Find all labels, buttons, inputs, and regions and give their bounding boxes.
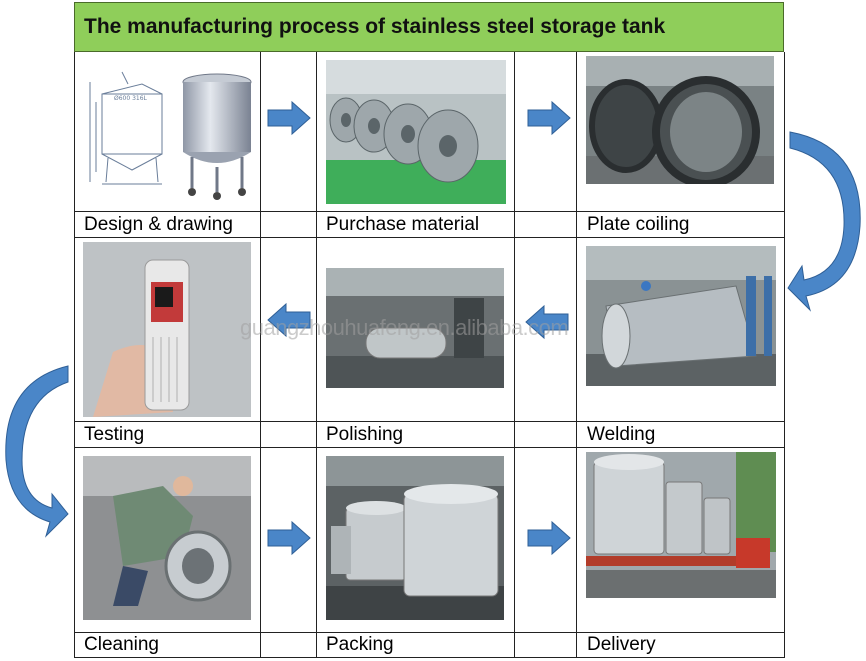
step-label-purchase: Purchase material xyxy=(326,214,480,235)
arrow-left-icon xyxy=(267,302,311,338)
cleaning-image xyxy=(83,456,251,620)
watermark: guangzhouhuafeng.en.alibaba.com xyxy=(240,315,569,340)
curved-arrow-right-icon xyxy=(787,131,861,312)
grid-border-left xyxy=(74,52,75,658)
grid-divider-v2 xyxy=(316,52,317,658)
purchase-material-image xyxy=(326,60,506,204)
plate-coiling-image xyxy=(586,56,774,184)
step-label-polishing: Polishing xyxy=(326,424,404,445)
arrow-right-icon xyxy=(527,100,571,136)
step-label-coiling: Plate coiling xyxy=(587,214,690,235)
grid-divider-h5 xyxy=(74,632,785,633)
design-drawing-image: Ø600 316L xyxy=(82,62,258,206)
step-label-welding: Welding xyxy=(587,424,656,445)
step-label-design: Design & drawing xyxy=(84,214,233,235)
grid-divider-v3 xyxy=(514,52,515,658)
grid-divider-v1 xyxy=(260,52,261,658)
polishing-image xyxy=(326,268,504,388)
step-label-delivery: Delivery xyxy=(587,634,656,655)
curved-arrow-left-icon xyxy=(5,365,69,538)
title-banner: The manufacturing process of stainless s… xyxy=(74,2,784,52)
welding-image xyxy=(586,246,776,386)
grid-divider-h1 xyxy=(74,211,785,212)
step-label-testing: Testing xyxy=(84,424,145,445)
arrow-right-icon xyxy=(527,520,571,556)
arrow-right-icon xyxy=(267,100,311,136)
delivery-image xyxy=(586,452,776,598)
grid-divider-h3 xyxy=(74,421,785,422)
grid-divider-h2 xyxy=(74,237,785,238)
page-title: The manufacturing process of stainless s… xyxy=(84,15,666,38)
testing-image xyxy=(83,242,251,417)
arrow-right-icon xyxy=(267,520,311,556)
packing-image xyxy=(326,456,504,620)
svg-text:Ø600 316L: Ø600 316L xyxy=(114,95,148,102)
arrow-left-icon xyxy=(525,304,569,340)
step-label-packing: Packing xyxy=(326,634,394,655)
grid-divider-v4 xyxy=(576,52,577,658)
grid-border-bottom xyxy=(74,657,785,658)
grid-border-right xyxy=(784,52,785,658)
step-label-cleaning: Cleaning xyxy=(84,634,159,655)
grid-divider-h4 xyxy=(74,447,785,448)
